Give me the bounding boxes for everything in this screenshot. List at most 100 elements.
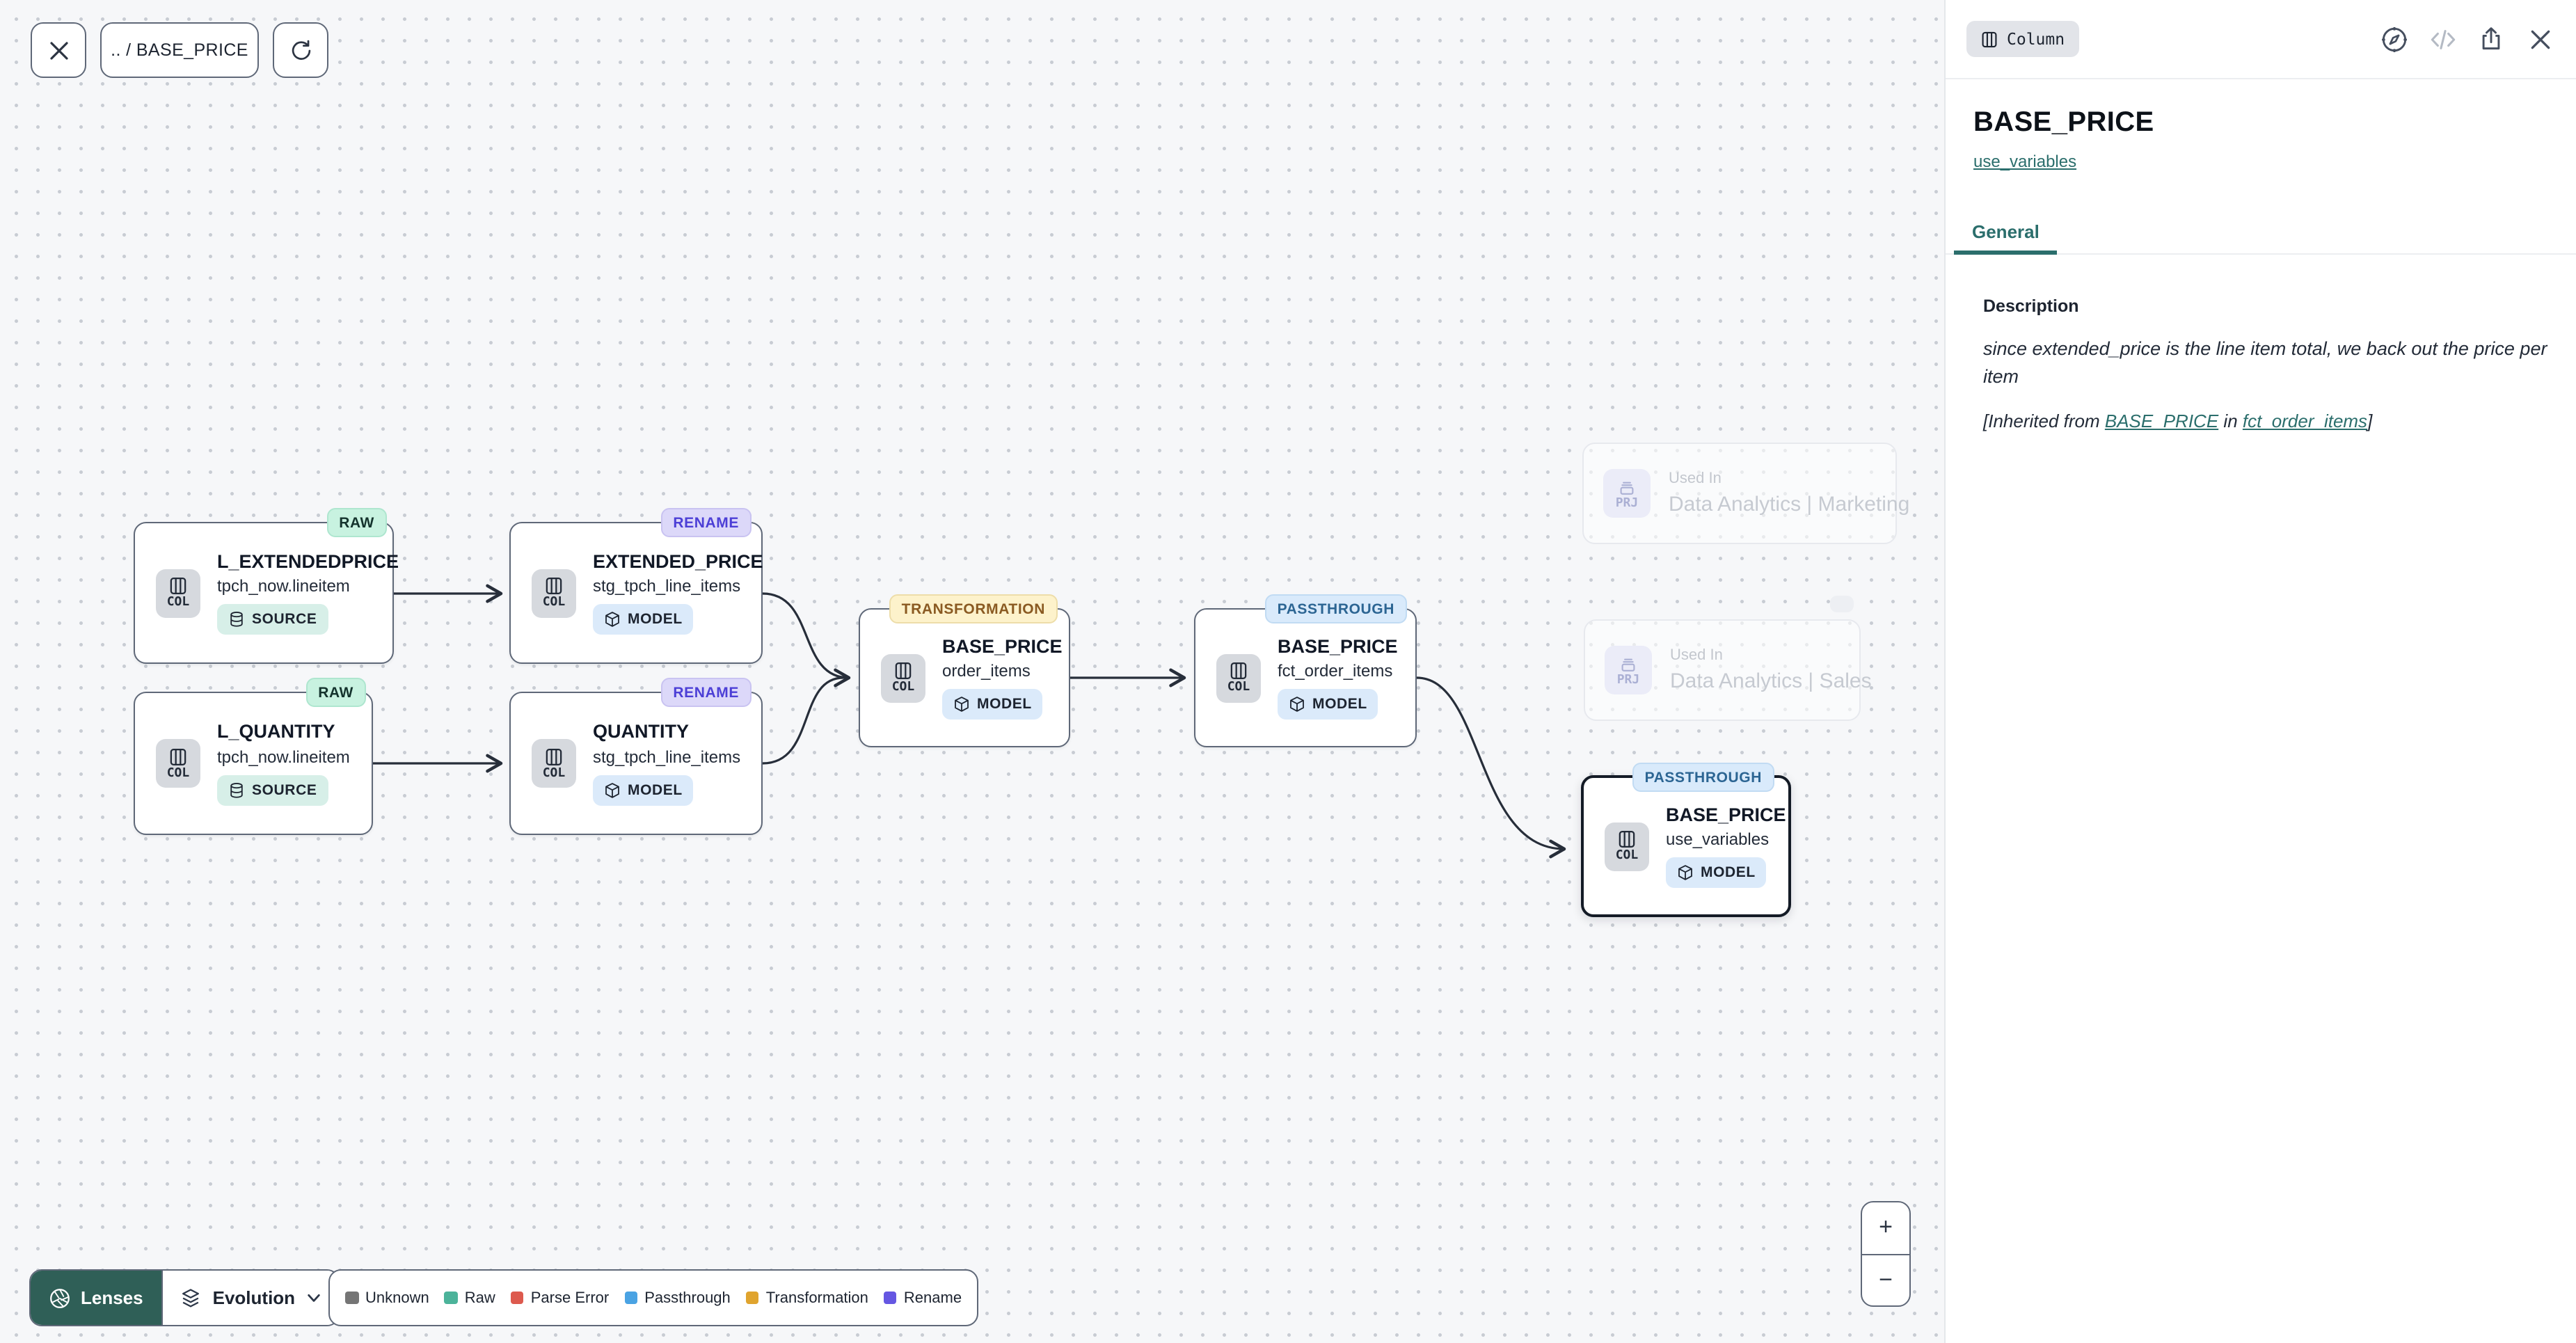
breadcrumb[interactable]: .. / BASE_PRICE: [100, 22, 259, 78]
column-kind-icon: COL: [532, 739, 576, 788]
node-l-extendedprice[interactable]: RAW COL L_EXTENDEDPRICE tpch_now.lineite…: [134, 508, 399, 664]
ghost-label: Used In: [1669, 470, 1722, 487]
project-kind-icon: PRJ: [1605, 646, 1652, 694]
node-badge: PASSTHROUGH: [1264, 594, 1407, 623]
columns-icon: [1619, 831, 1635, 848]
columns-icon: [895, 662, 912, 679]
database-icon: [230, 782, 243, 798]
legend-item: Passthrough: [624, 1289, 731, 1306]
ghost-name: Data Analytics | Marketing: [1669, 493, 1910, 517]
node-base-price-order-items[interactable]: TRANSFORMATION COL BASE_PRICE order_item…: [859, 594, 1070, 747]
column-kind-icon: COL: [1216, 653, 1261, 702]
columns-icon: [546, 578, 562, 594]
entity-title-block: BASE_PRICE use_variables: [1946, 79, 2576, 174]
node-title: L_QUANTITY: [217, 721, 335, 742]
cube-icon: [1290, 697, 1304, 713]
node-extended-price[interactable]: RENAME COL EXTENDED_PRICE stg_tpch_line_…: [509, 508, 763, 664]
model-chip: MODEL: [593, 604, 694, 635]
entity-title: BASE_PRICE: [1973, 107, 2154, 138]
cube-icon: [605, 612, 619, 628]
close-icon: [2530, 29, 2550, 49]
columns-icon: [170, 578, 186, 594]
database-icon: [230, 612, 243, 628]
node-base-price-fct-order-items[interactable]: PASSTHROUGH COL BASE_PRICE fct_order_ite…: [1194, 594, 1417, 747]
lenses-bar: Lenses Evolution: [29, 1269, 340, 1326]
details-panel: Column BASE_PRICE use_variables General: [1944, 0, 2576, 1343]
legend-item: Parse Error: [510, 1289, 609, 1306]
aperture-icon: [50, 1288, 70, 1308]
inherited-note: [Inherited from BASE_PRICE in fct_order_…: [1983, 411, 2373, 432]
legend-swatch-unknown: [345, 1291, 358, 1305]
legend-item: Raw: [444, 1289, 495, 1306]
zoom-out-button[interactable]: −: [1879, 1266, 1893, 1293]
project-stack-icon: [1620, 481, 1634, 494]
node-quantity[interactable]: RENAME COL QUANTITY stg_tpch_line_items …: [509, 678, 763, 835]
legend-item: Unknown: [345, 1289, 429, 1306]
breadcrumb-label: .. / BASE_PRICE: [111, 40, 248, 60]
ghost-node-used-in-sales[interactable]: PRJ Used In Data Analytics | Sales: [1584, 619, 1872, 721]
refresh-button[interactable]: [273, 22, 328, 78]
chevron-down-icon: [308, 1294, 320, 1302]
node-subtitle: fct_order_items: [1278, 661, 1393, 681]
panel-content: Description since extended_price is the …: [1946, 255, 2576, 431]
columns-icon: [1230, 662, 1247, 679]
column-kind-icon: COL: [156, 569, 200, 617]
node-badge: RENAME: [660, 508, 752, 537]
explore-lineage-button[interactable]: [2378, 24, 2409, 54]
node-base-price-use-variables[interactable]: PASSTHROUGH COL BASE_PRICE use_variables…: [1581, 763, 1791, 917]
node-l-quantity[interactable]: RAW COL L_QUANTITY tpch_now.lineitem SOU…: [134, 678, 373, 835]
model-chip: MODEL: [1666, 857, 1767, 889]
tab-general[interactable]: General: [1954, 221, 2058, 255]
column-kind-icon: COL: [1605, 822, 1649, 871]
lenses-button[interactable]: Lenses: [31, 1271, 161, 1325]
ghost-node-used-in-marketing[interactable]: PRJ Used In Data Analytics | Marketing: [1582, 443, 1910, 544]
parent-model-link[interactable]: use_variables: [1973, 152, 2077, 171]
compass-icon: [2381, 26, 2406, 51]
legend-swatch-rename: [883, 1291, 897, 1305]
columns-icon: [1982, 31, 1997, 47]
refresh-icon: [291, 39, 310, 59]
node-badge: RENAME: [660, 678, 752, 707]
ghost-badge: [1830, 596, 1854, 612]
node-subtitle: stg_tpch_line_items: [593, 747, 741, 767]
close-icon: [49, 41, 67, 59]
code-icon: [2430, 29, 2455, 49]
legend-swatch-raw: [444, 1291, 458, 1305]
share-button[interactable]: [2476, 24, 2506, 54]
model-chip: MODEL: [593, 774, 694, 806]
close-lineage-button[interactable]: [31, 22, 86, 78]
project-stack-icon: [1621, 658, 1635, 671]
source-chip: SOURCE: [217, 604, 328, 635]
cube-icon: [1678, 865, 1692, 881]
node-title: BASE_PRICE: [1278, 635, 1398, 657]
description-heading: Description: [1983, 296, 2079, 316]
close-panel-button[interactable]: [2525, 24, 2555, 54]
lens-mode-dropdown[interactable]: Evolution: [161, 1271, 339, 1325]
model-chip: MODEL: [1278, 689, 1378, 720]
node-title: BASE_PRICE: [1666, 804, 1786, 825]
node-title: L_EXTENDEDPRICE: [217, 550, 399, 572]
node-badge: RAW: [305, 678, 366, 707]
lens-mode-label: Evolution: [212, 1287, 296, 1308]
model-chip: MODEL: [942, 689, 1043, 720]
layers-icon: [182, 1288, 199, 1307]
inherited-column-link[interactable]: BASE_PRICE: [2104, 411, 2219, 432]
inherited-model-link[interactable]: fct_order_items: [2242, 411, 2368, 432]
node-title: QUANTITY: [593, 721, 689, 742]
node-badge: PASSTHROUGH: [1632, 763, 1774, 792]
node-subtitle: tpch_now.lineitem: [217, 747, 350, 767]
lenses-label: Lenses: [81, 1287, 143, 1308]
columns-icon: [170, 748, 186, 765]
node-badge: TRANSFORMATION: [889, 594, 1058, 623]
node-subtitle: stg_tpch_line_items: [593, 576, 741, 596]
node-subtitle: order_items: [942, 661, 1031, 681]
view-code-button[interactable]: [2427, 24, 2458, 54]
legend-swatch-passthrough: [624, 1291, 638, 1305]
node-badge: RAW: [326, 508, 387, 537]
zoom-in-button[interactable]: +: [1862, 1202, 1909, 1255]
description-text: since extended_price is the line item to…: [1983, 338, 2547, 387]
lineage-canvas[interactable]: .. / BASE_PRICE RAW COL L_EXTENDEDPRICE …: [0, 0, 1944, 1343]
legend-item: Rename: [883, 1289, 962, 1306]
ghost-label: Used In: [1670, 646, 1723, 664]
column-kind-icon: COL: [881, 653, 925, 702]
